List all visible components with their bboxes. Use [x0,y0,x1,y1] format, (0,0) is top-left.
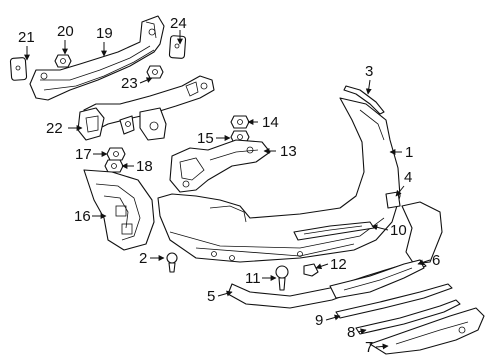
part-5-valance-strip [227,259,427,309]
callout-18: 18 [136,158,153,175]
part-20-nut [54,54,72,68]
callout-15: 15 [197,130,214,147]
callout-13: 13 [280,143,297,160]
callout-labels: 21 20 19 24 23 22 14 15 13 17 18 16 3 1 … [18,15,440,356]
callout-19: 19 [96,25,113,42]
callout-10: 10 [390,222,407,239]
callout-1: 1 [405,144,413,161]
callout-6: 6 [432,252,440,269]
part-9-trim-strip [335,283,453,319]
callout-4: 4 [404,169,412,186]
callout-14: 14 [262,114,279,131]
part-17-nut [106,147,126,161]
part-14-nut [230,115,250,129]
callout-22: 22 [46,120,63,137]
callout-7: 7 [365,339,373,356]
callout-8: 8 [347,324,355,341]
callout-23: 23 [121,75,138,92]
callout-24: 24 [170,15,187,32]
part-2-clip [166,252,178,273]
callout-3: 3 [365,63,373,80]
callout-11: 11 [245,270,261,287]
callout-20: 20 [57,23,74,40]
part-21-plate [9,57,28,81]
callout-17: 17 [75,146,92,163]
part-12-clip-bracket [303,263,319,277]
part-16-absorber-bracket [83,169,155,251]
callout-16: 16 [74,208,91,225]
part-7-skid-plate [369,307,485,355]
part-22-hitch-assembly [77,75,215,141]
callout-12: 12 [330,256,347,273]
callout-21: 21 [18,29,35,46]
part-18-nut [104,159,124,173]
part-24-plate [168,35,187,59]
callout-5: 5 [207,288,215,305]
part-11-clip [275,265,289,291]
part-6-diffuser-insert [329,259,425,299]
callout-2: 2 [139,250,147,267]
leader-lines [24,30,431,350]
callout-9: 9 [315,312,323,329]
part-1-bumper-cover [157,97,401,263]
part-3-trim-strip [343,85,385,115]
part-23-nut [146,65,164,79]
part-8-trim-strip [355,299,461,335]
part-corner-bracket [401,201,443,265]
part-13-side-bracket [169,139,271,193]
